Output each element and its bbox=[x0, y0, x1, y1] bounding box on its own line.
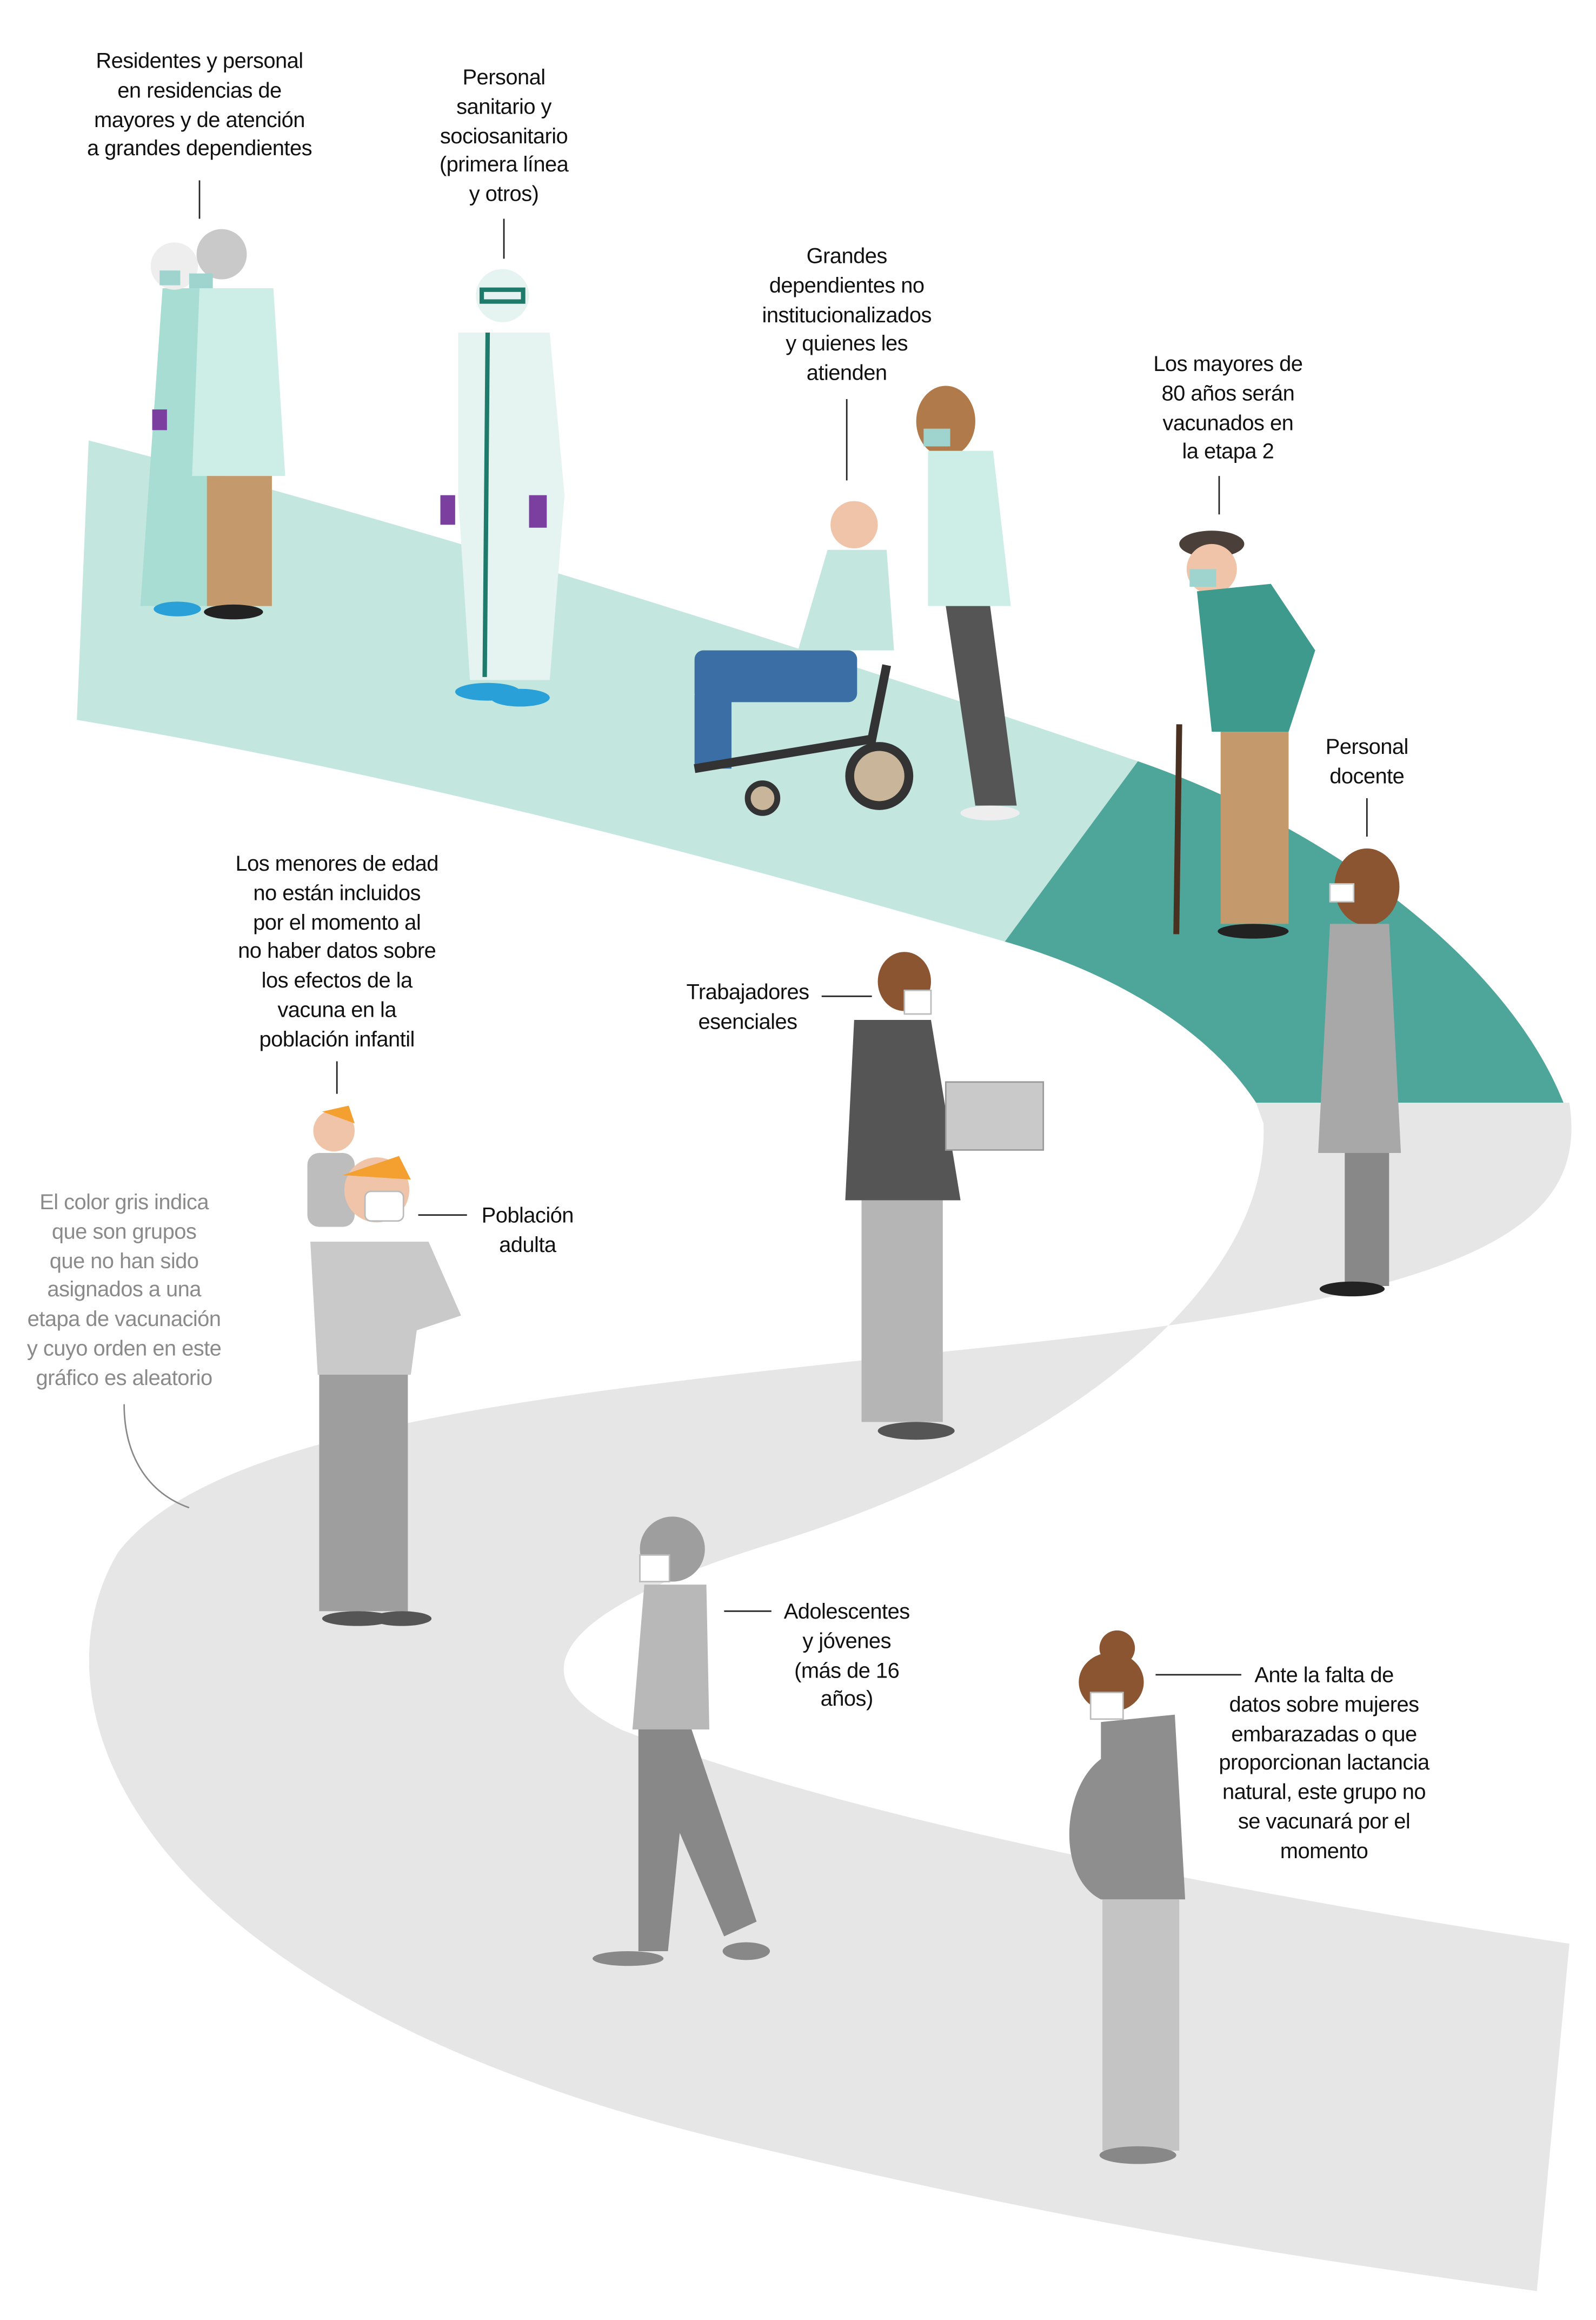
elderly-man-figure bbox=[1173, 531, 1315, 939]
essential-worker-figure bbox=[845, 952, 1045, 1440]
label-residencias: Residentes y personal en residencias de … bbox=[87, 50, 312, 162]
label-embarazadas: Ante la falta de datos sobre mujeres emb… bbox=[1219, 1664, 1429, 1864]
pregnant-woman-figure bbox=[1069, 1630, 1186, 2164]
teenager-figure bbox=[593, 1516, 770, 1966]
label-trabajadores-esenciales: Trabajadores esenciales bbox=[686, 981, 810, 1035]
road-stage1-segment bbox=[77, 440, 1138, 942]
label-poblacion-adulta: Población adulta bbox=[481, 1204, 574, 1258]
leader-lines bbox=[123, 180, 1368, 1676]
adult-with-child-figure bbox=[307, 1105, 461, 1626]
elderly-resident-figure bbox=[189, 229, 285, 620]
note-gray-color: El color gris indica que son grupos que … bbox=[26, 1191, 222, 1391]
label-adolescentes: Adolescentes y jóvenes (más de 16 años) bbox=[783, 1601, 910, 1713]
label-grandes-dependientes: Grandes dependientes no institucionaliza… bbox=[762, 245, 932, 386]
road-unassigned-segment bbox=[89, 1103, 1572, 2291]
label-mayores-80: Los mayores de 80 años serán vacunados e… bbox=[1153, 353, 1303, 465]
teacher-figure bbox=[1318, 848, 1401, 1297]
label-personal-sanitario: Personal sanitario y sociosanitario (pri… bbox=[439, 66, 569, 208]
label-menores: Los menores de edad no están incluidos p… bbox=[235, 853, 438, 1052]
health-worker-figure bbox=[440, 269, 565, 707]
caregiver-figure bbox=[916, 386, 1020, 820]
label-personal-docente: Personal docente bbox=[1325, 736, 1409, 790]
wheelchair-user-figure bbox=[694, 501, 914, 816]
